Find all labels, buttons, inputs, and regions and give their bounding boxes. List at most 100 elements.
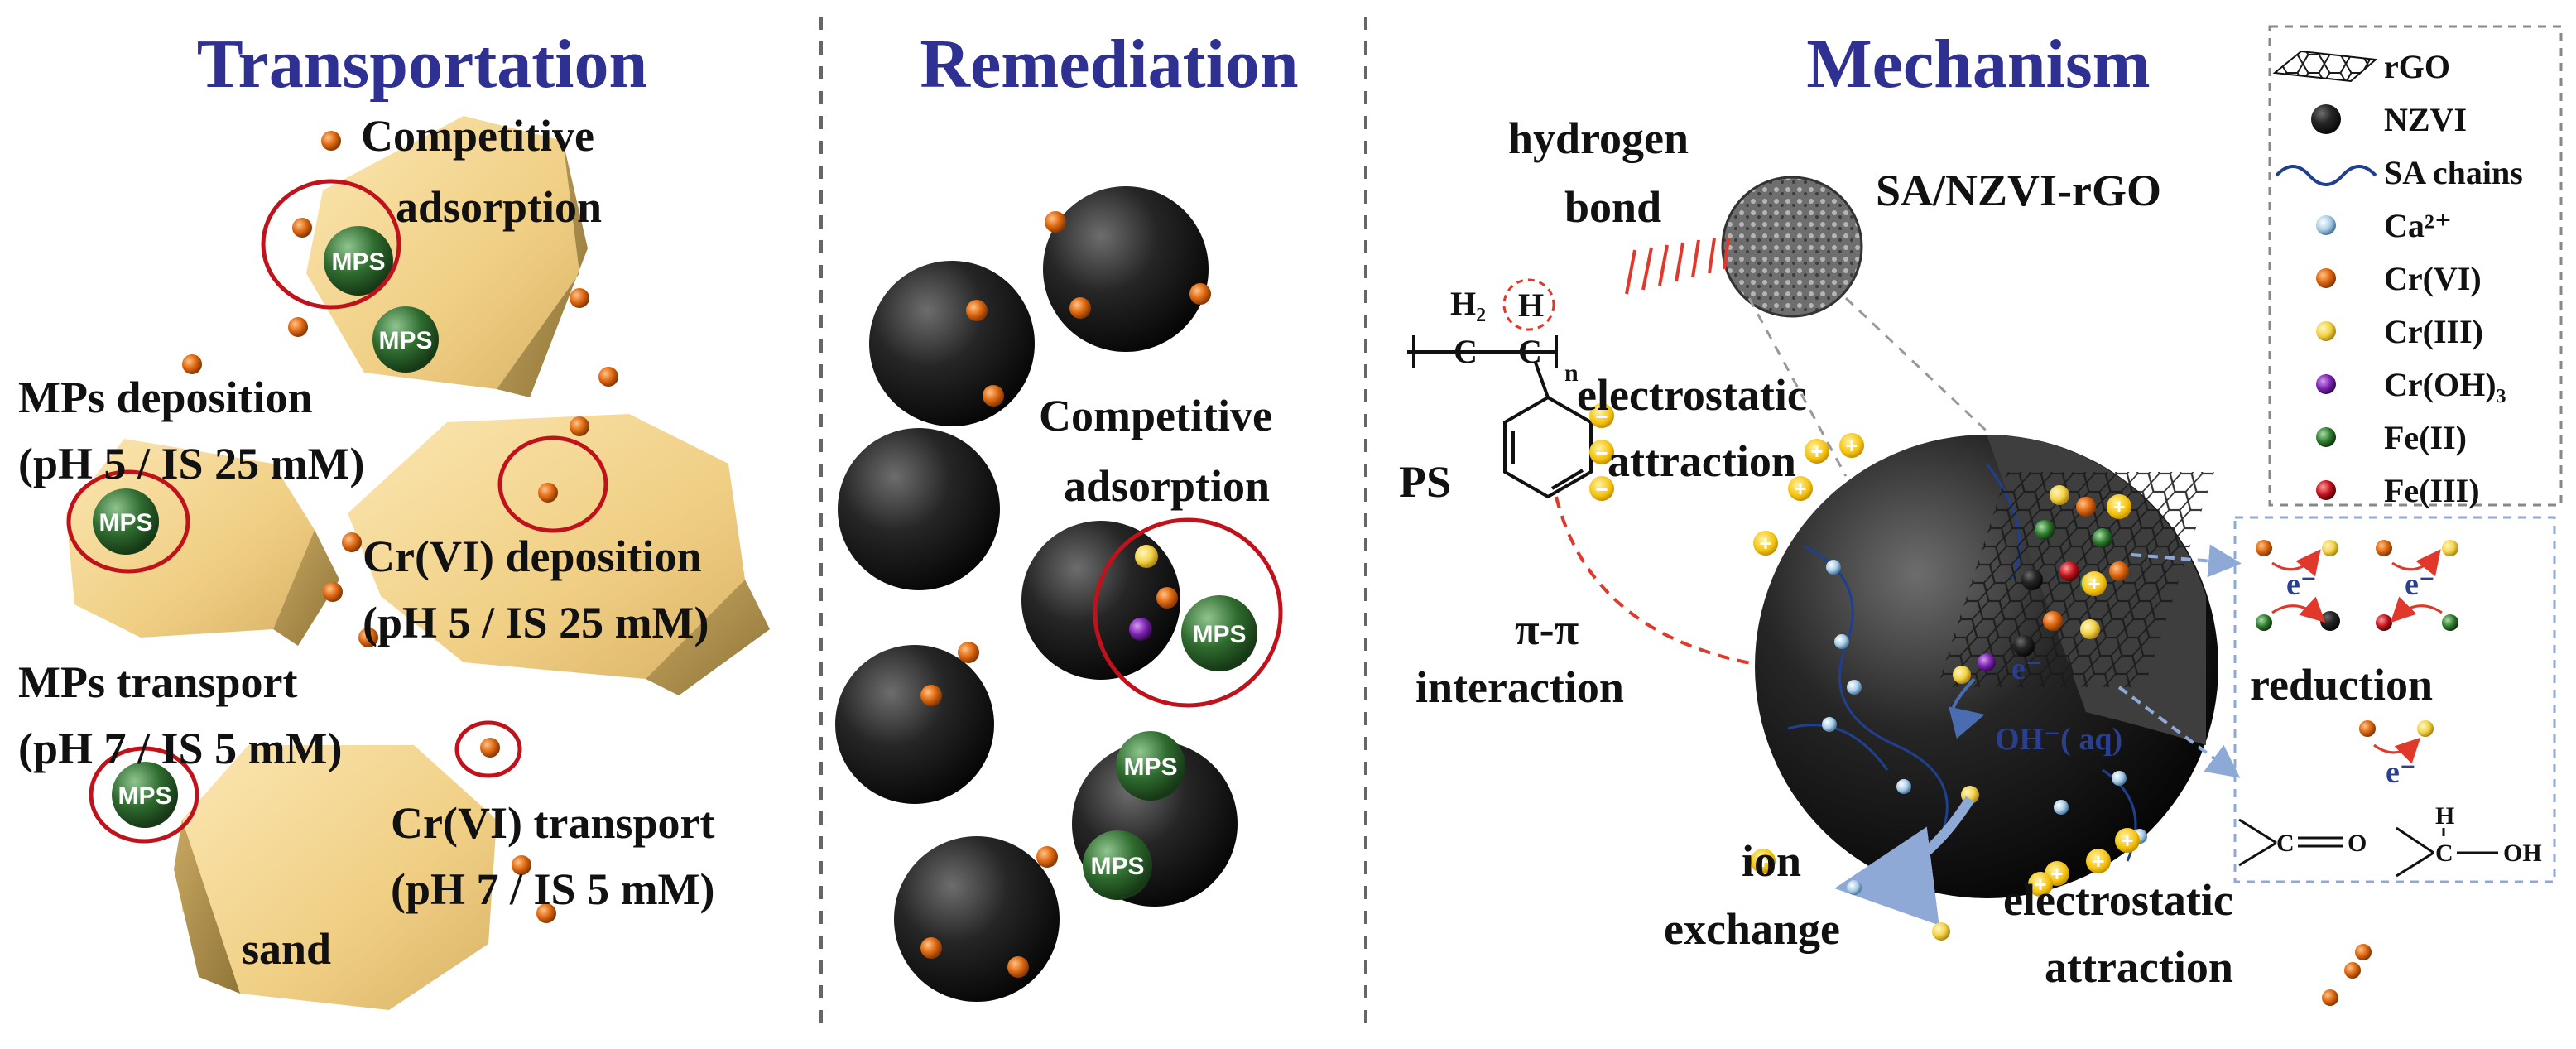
light-blue-sphere-icon [2316,215,2336,235]
svg-text:+: + [1759,531,1771,556]
mps-particle: MPS [1181,595,1257,671]
hydrogen-highlight-ring [1502,278,1555,331]
ps-structure [1407,335,1593,499]
legend-item: Cr(III) [2316,313,2483,350]
mps-particle: MPS [1083,830,1152,900]
legend-item: NZVI [2311,101,2467,138]
chem-o: O [2348,830,2367,857]
svg-text:+: + [1757,849,1769,873]
sand-grain [348,414,770,695]
svg-text:−: − [1595,477,1608,502]
label-electrostatic: electrostatic [1577,370,1807,420]
svg-text:+: + [2121,828,2133,853]
black-sphere-icon [2311,104,2341,134]
sem-image [1721,176,1863,318]
section-title-remediation: Remediation [920,26,1298,103]
positive-charge: + [1753,531,1778,556]
label-cr-deposition-conditions: (pH 5 / IS 25 mM) [363,598,709,647]
positive-charge: + [2086,849,2111,873]
ion-exchange-arrow [1834,796,1975,926]
zoom-guide-line [1747,297,1848,477]
legend-label: Cr(OH)₃ [2384,366,2506,403]
positive-charge: + [1839,433,1864,458]
svg-text:+: + [2050,861,2063,886]
hydrogen-bond-hatch [1625,238,1730,295]
highlight-ring [89,746,199,844]
mps-particle: MPS [112,762,178,828]
orange-sphere-icon [2316,268,2336,288]
legend-item: SA chains [2275,154,2523,191]
legend-label: SA chains [2384,154,2523,191]
sand-grain [66,439,339,646]
negative-charge: − [1589,403,1614,429]
mps-particle: MPS [93,488,159,555]
legend-label: Ca²⁺ [2384,207,2452,244]
legend-item: Cr(OH)₃ [2316,366,2506,403]
svg-text:−: − [1595,404,1608,429]
legend-item: rGO [2272,48,2450,85]
label-mps-transport: MPs transport [18,657,297,707]
legend-label: rGO [2384,48,2450,85]
positive-charge: + [2028,872,2053,897]
mps-label: MPS [378,327,432,354]
legend-item: Ca²⁺ [2316,207,2452,244]
legend-label: Fe(II) [2384,419,2467,456]
red-sphere-icon [2316,480,2336,500]
carbonyl-group [2238,818,2343,867]
calcium-ion [1847,880,1862,895]
positive-charge: + [2107,494,2131,519]
label-electron: e⁻ [2286,567,2317,602]
label-attraction: attraction [1608,436,1796,486]
mps-label: MPS [331,248,385,276]
label-bond: bond [1564,182,1661,232]
legend-label: Cr(VI) [2384,260,2482,297]
svg-text:+: + [2112,494,2125,519]
chem-n: n [1564,359,1579,387]
surface-particles [1822,485,2147,844]
legend-item: Fe(III) [2316,472,2480,509]
label-reduction: reduction [2250,660,2433,710]
legend-item: Fe(II) [2316,419,2467,456]
label-mps-transport-conditions: (pH 7 / IS 5 mM) [18,724,343,773]
positive-charge: + [1788,476,1813,501]
label-interaction: interaction [1415,662,1624,712]
svg-text:+: + [2088,571,2100,596]
chem-h2: H₂ [1450,285,1486,322]
section-title-transportation: Transportation [197,26,647,103]
cr-vi-particle [2322,989,2338,1006]
label-hydrogen: hydrogen [1508,113,1689,163]
mps-particle: MPS [1116,731,1185,801]
label-competitive: Competitive [1039,391,1272,440]
legend-box [2268,25,2563,507]
cr-vi-particles [182,131,618,923]
label-mps-deposition-conditions: (pH 5 / IS 25 mM) [18,439,365,488]
positive-charges: +++++++++++ [1751,433,2140,897]
label-attraction: attraction [2045,942,2233,992]
chem-h: H [1518,286,1544,324]
chem-c: C [1518,333,1542,370]
cr-vi-particle [2355,944,2372,960]
adsorbent-sphere [1043,186,1209,352]
wave-line-icon [2275,165,2377,186]
reduction-arrow [2131,544,2242,578]
cr-iii-particle [1932,922,1950,941]
svg-text:+: + [2092,849,2104,873]
mps-label: MPS [1090,853,1144,880]
legend-label: Fe(III) [2384,472,2480,509]
negative-charge: − [1589,440,1614,465]
svg-text:+: + [1810,439,1823,464]
adsorbent-sphere [1021,521,1180,680]
adsorbent-sphere [894,836,1060,1002]
label-composite: SA/NZVI-rGO [1876,166,2161,215]
green-sphere-icon [2316,427,2336,447]
highlight-ring [66,469,190,574]
label-hydroxide: OH⁻( aq) [1995,722,2122,757]
label-electron: e⁻ [2386,755,2416,790]
highlight-ring [454,720,522,778]
mps-label: MPS [118,782,171,810]
label-cr-transport: Cr(VI) transport [391,798,714,848]
mps-particle: MPS [372,306,439,373]
positive-charge: + [2115,828,2140,853]
